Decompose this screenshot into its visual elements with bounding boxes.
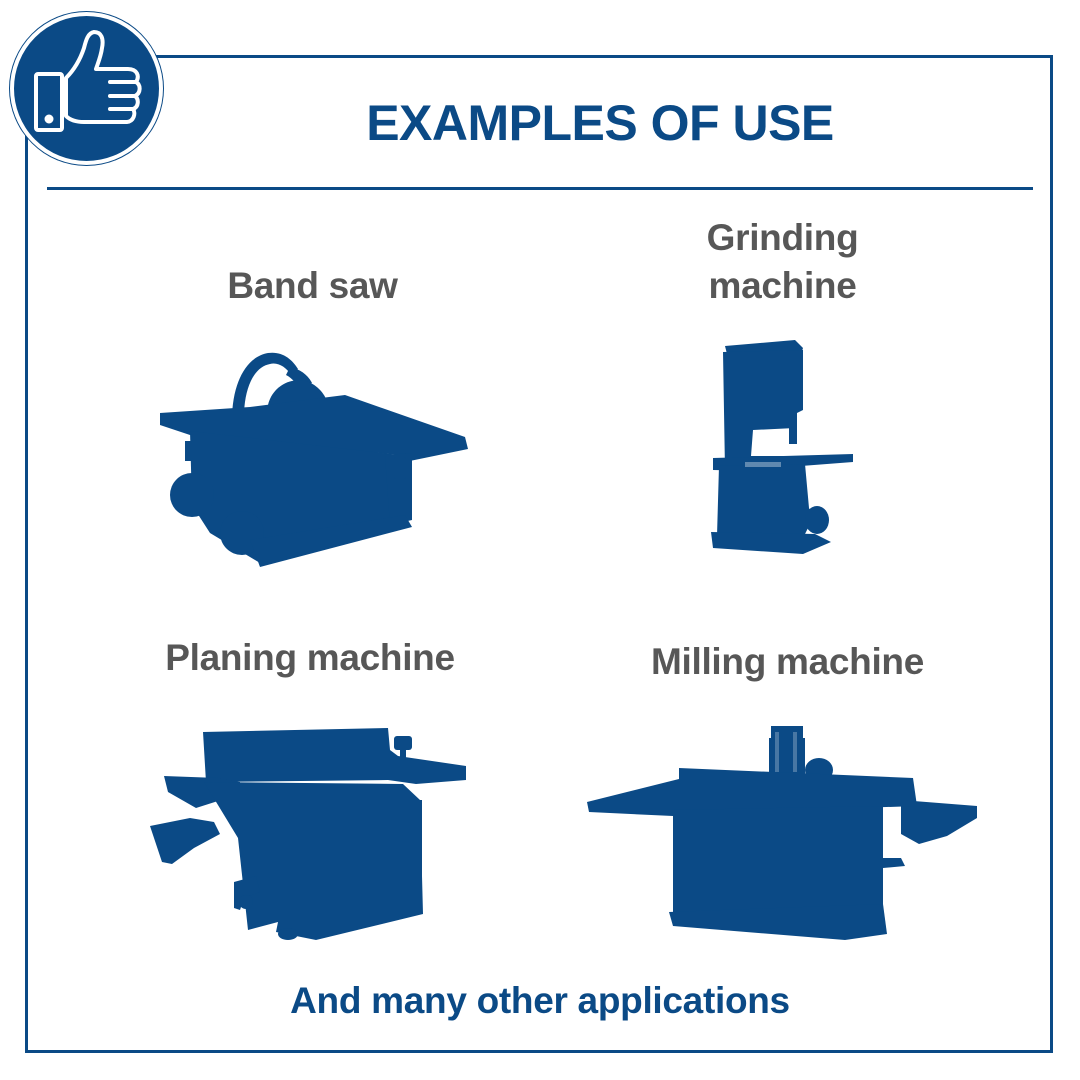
thumbs-up-badge [10, 12, 163, 165]
planer-silhouette-icon [150, 728, 466, 940]
table-saw-silhouette-icon [160, 352, 468, 567]
footer-note: And many other applications [290, 980, 790, 1021]
label-band-saw: Band saw [227, 265, 398, 306]
label-milling-machine: Milling machine [650, 641, 925, 682]
content-frame [25, 55, 1053, 1053]
title-divider [47, 187, 1033, 190]
page-title: EXAMPLES OF USE [366, 95, 834, 151]
label-grinding-machine: Grinding machine [706, 217, 859, 306]
thumbs-up-icon [34, 30, 142, 132]
label-planing-machine: Planing machine [165, 637, 455, 678]
band-saw-silhouette-icon [711, 340, 853, 554]
jointer-silhouette-icon [587, 726, 977, 940]
